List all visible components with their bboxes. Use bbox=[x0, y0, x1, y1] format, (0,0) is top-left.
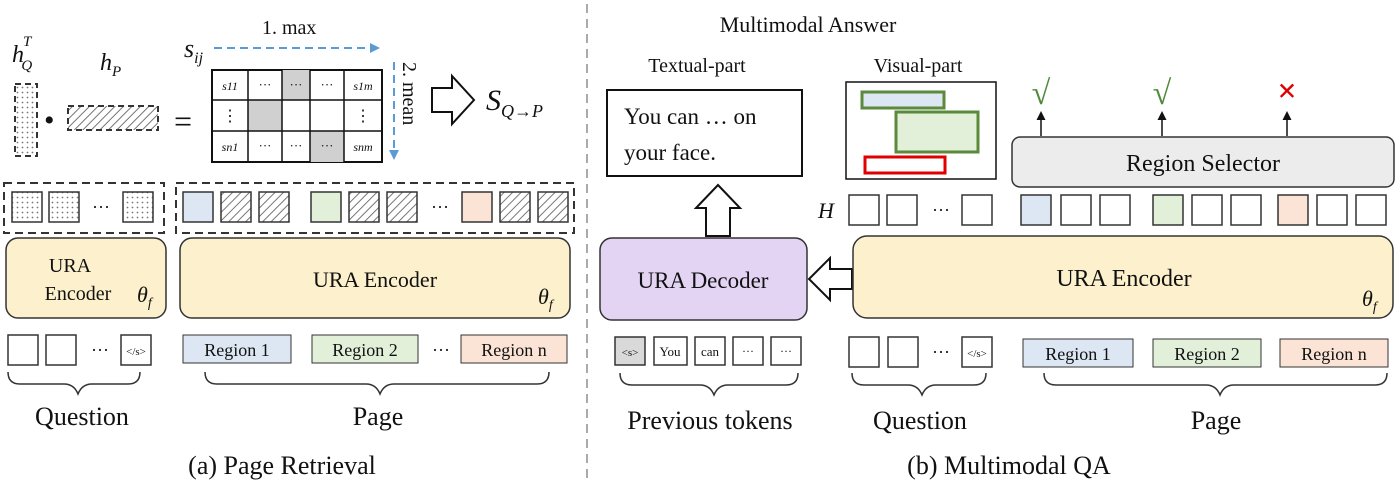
eos-token: </s> bbox=[126, 346, 146, 358]
question-label: Question bbox=[35, 402, 129, 431]
question-encoder-line1: URA bbox=[49, 255, 92, 277]
previous-tokens-brace bbox=[619, 372, 799, 398]
visual-answer-box bbox=[845, 81, 997, 180]
svg-text:···: ··· bbox=[932, 200, 950, 220]
region-embedding-row bbox=[1020, 194, 1387, 226]
hollow-arrow-right bbox=[431, 73, 476, 127]
region-n-label: Region n bbox=[1301, 344, 1367, 364]
page-label: Page bbox=[353, 402, 404, 431]
question-encoder-box: URA Encoder θf bbox=[5, 237, 167, 319]
hp-symbol: hP bbox=[100, 50, 121, 80]
multimodal-qa-panel: Multimodal Answer Textual-part Visual-pa… bbox=[599, 12, 1395, 480]
answer-text-line2: your face. bbox=[624, 140, 716, 165]
region-selector-box: Region Selector bbox=[1011, 136, 1395, 188]
eos-token: </s> bbox=[967, 348, 987, 360]
bos-token: <s> bbox=[622, 347, 639, 359]
caption-page-retrieval: (a) Page Retrieval bbox=[188, 451, 376, 480]
matrix-cell: ··· bbox=[259, 138, 272, 153]
page-brace bbox=[204, 371, 550, 397]
region-selector-label: Region Selector bbox=[1126, 151, 1280, 177]
dot-product-symbol: • bbox=[44, 104, 55, 137]
svg-text:···: ··· bbox=[432, 340, 450, 360]
check-mark: √ bbox=[1153, 75, 1172, 112]
hq-vector bbox=[14, 83, 38, 157]
svg-text:···: ··· bbox=[932, 342, 950, 362]
matrix-cell-snm: snm bbox=[353, 140, 373, 154]
previous-token-row: <s> You can ··· ··· bbox=[614, 336, 802, 366]
svg-text:···: ··· bbox=[92, 197, 110, 217]
region-n-label: Region n bbox=[481, 340, 547, 360]
region-2-label: Region 2 bbox=[332, 340, 398, 360]
decoder-box: URA Decoder bbox=[599, 237, 808, 321]
qa-encoder-box: URA Encoder θf bbox=[852, 235, 1394, 319]
hollow-arrow-left bbox=[807, 255, 853, 303]
theta-symbol: θf bbox=[538, 284, 555, 313]
matrix-cell-s11: s11 bbox=[222, 79, 238, 93]
page-region-row: Region 1 Region 2 ··· Region n bbox=[182, 334, 568, 364]
similarity-matrix: s11 ··· ··· ··· s1m ⋮ ⋮ sn1 ··· ··· ··· … bbox=[211, 69, 383, 163]
cross-mark: × bbox=[1277, 73, 1296, 110]
check-mark: √ bbox=[1032, 75, 1051, 112]
question-embedding-row: ··· bbox=[3, 182, 165, 234]
textual-answer-box: You can … on your face. bbox=[606, 89, 803, 177]
region-2-label: Region 2 bbox=[1174, 344, 1240, 364]
answer-title: Multimodal Answer bbox=[720, 12, 897, 37]
matrix-cell: ··· bbox=[321, 138, 334, 153]
caption-multimodal-qa: (b) Multimodal QA bbox=[907, 451, 1111, 480]
hidden-state-row: ··· bbox=[848, 194, 993, 226]
mean-label: 2. mean bbox=[398, 62, 420, 125]
svg-text:···: ··· bbox=[431, 197, 449, 217]
svg-text:···: ··· bbox=[780, 344, 792, 358]
h-symbol: H bbox=[817, 198, 835, 223]
previous-tokens-label: Previous tokens bbox=[627, 406, 792, 435]
region-1-label: Region 1 bbox=[204, 340, 270, 360]
token-you: You bbox=[659, 344, 681, 359]
qa-question-label: Question bbox=[873, 406, 967, 435]
question-encoder-line2: Encoder bbox=[45, 283, 112, 305]
sij-symbol: sij bbox=[184, 34, 204, 67]
qa-page-label: Page bbox=[1191, 406, 1242, 435]
textual-part-label: Textual-part bbox=[648, 55, 746, 77]
matrix-cell-sn1: sn1 bbox=[222, 140, 239, 154]
qa-question-brace bbox=[851, 372, 987, 398]
token-can: can bbox=[701, 344, 720, 359]
question-token-row: ··· </s> bbox=[7, 334, 152, 366]
page-embedding-row: ··· bbox=[175, 182, 575, 234]
qa-page-brace bbox=[1043, 372, 1388, 398]
answer-text-line1: You can … on bbox=[624, 104, 757, 129]
equals-symbol: = bbox=[174, 103, 192, 139]
theta-symbol: θf bbox=[137, 282, 154, 311]
qa-encoder-label: URA Encoder bbox=[1056, 266, 1191, 292]
theta-symbol: θf bbox=[1362, 286, 1379, 315]
region-1-label: Region 1 bbox=[1045, 344, 1111, 364]
decoder-label: URA Decoder bbox=[638, 268, 769, 293]
qa-question-token-row: ··· </s> bbox=[848, 336, 993, 368]
svg-text:···: ··· bbox=[742, 344, 754, 358]
page-encoder-label: URA Encoder bbox=[313, 267, 438, 292]
page-encoder-box: URA Encoder θf bbox=[179, 237, 571, 319]
question-brace bbox=[7, 371, 141, 397]
matrix-cell-s1m: s1m bbox=[353, 79, 373, 93]
matrix-cell: ··· bbox=[290, 138, 303, 153]
svg-text:···: ··· bbox=[91, 340, 109, 360]
matrix-cell: ··· bbox=[259, 77, 272, 92]
matrix-cell: ··· bbox=[321, 77, 334, 92]
score-symbol: SQ→P bbox=[486, 84, 543, 121]
matrix-cell: ··· bbox=[290, 77, 303, 92]
hollow-arrow-up bbox=[693, 183, 743, 237]
matrix-cell: ⋮ bbox=[355, 108, 371, 125]
max-label: 1. max bbox=[262, 17, 316, 39]
hp-vector bbox=[67, 105, 159, 131]
matrix-cell: ⋮ bbox=[222, 108, 238, 125]
visual-part-label: Visual-part bbox=[874, 55, 963, 77]
qa-region-row: Region 1 Region 2 Region n bbox=[1022, 338, 1389, 368]
